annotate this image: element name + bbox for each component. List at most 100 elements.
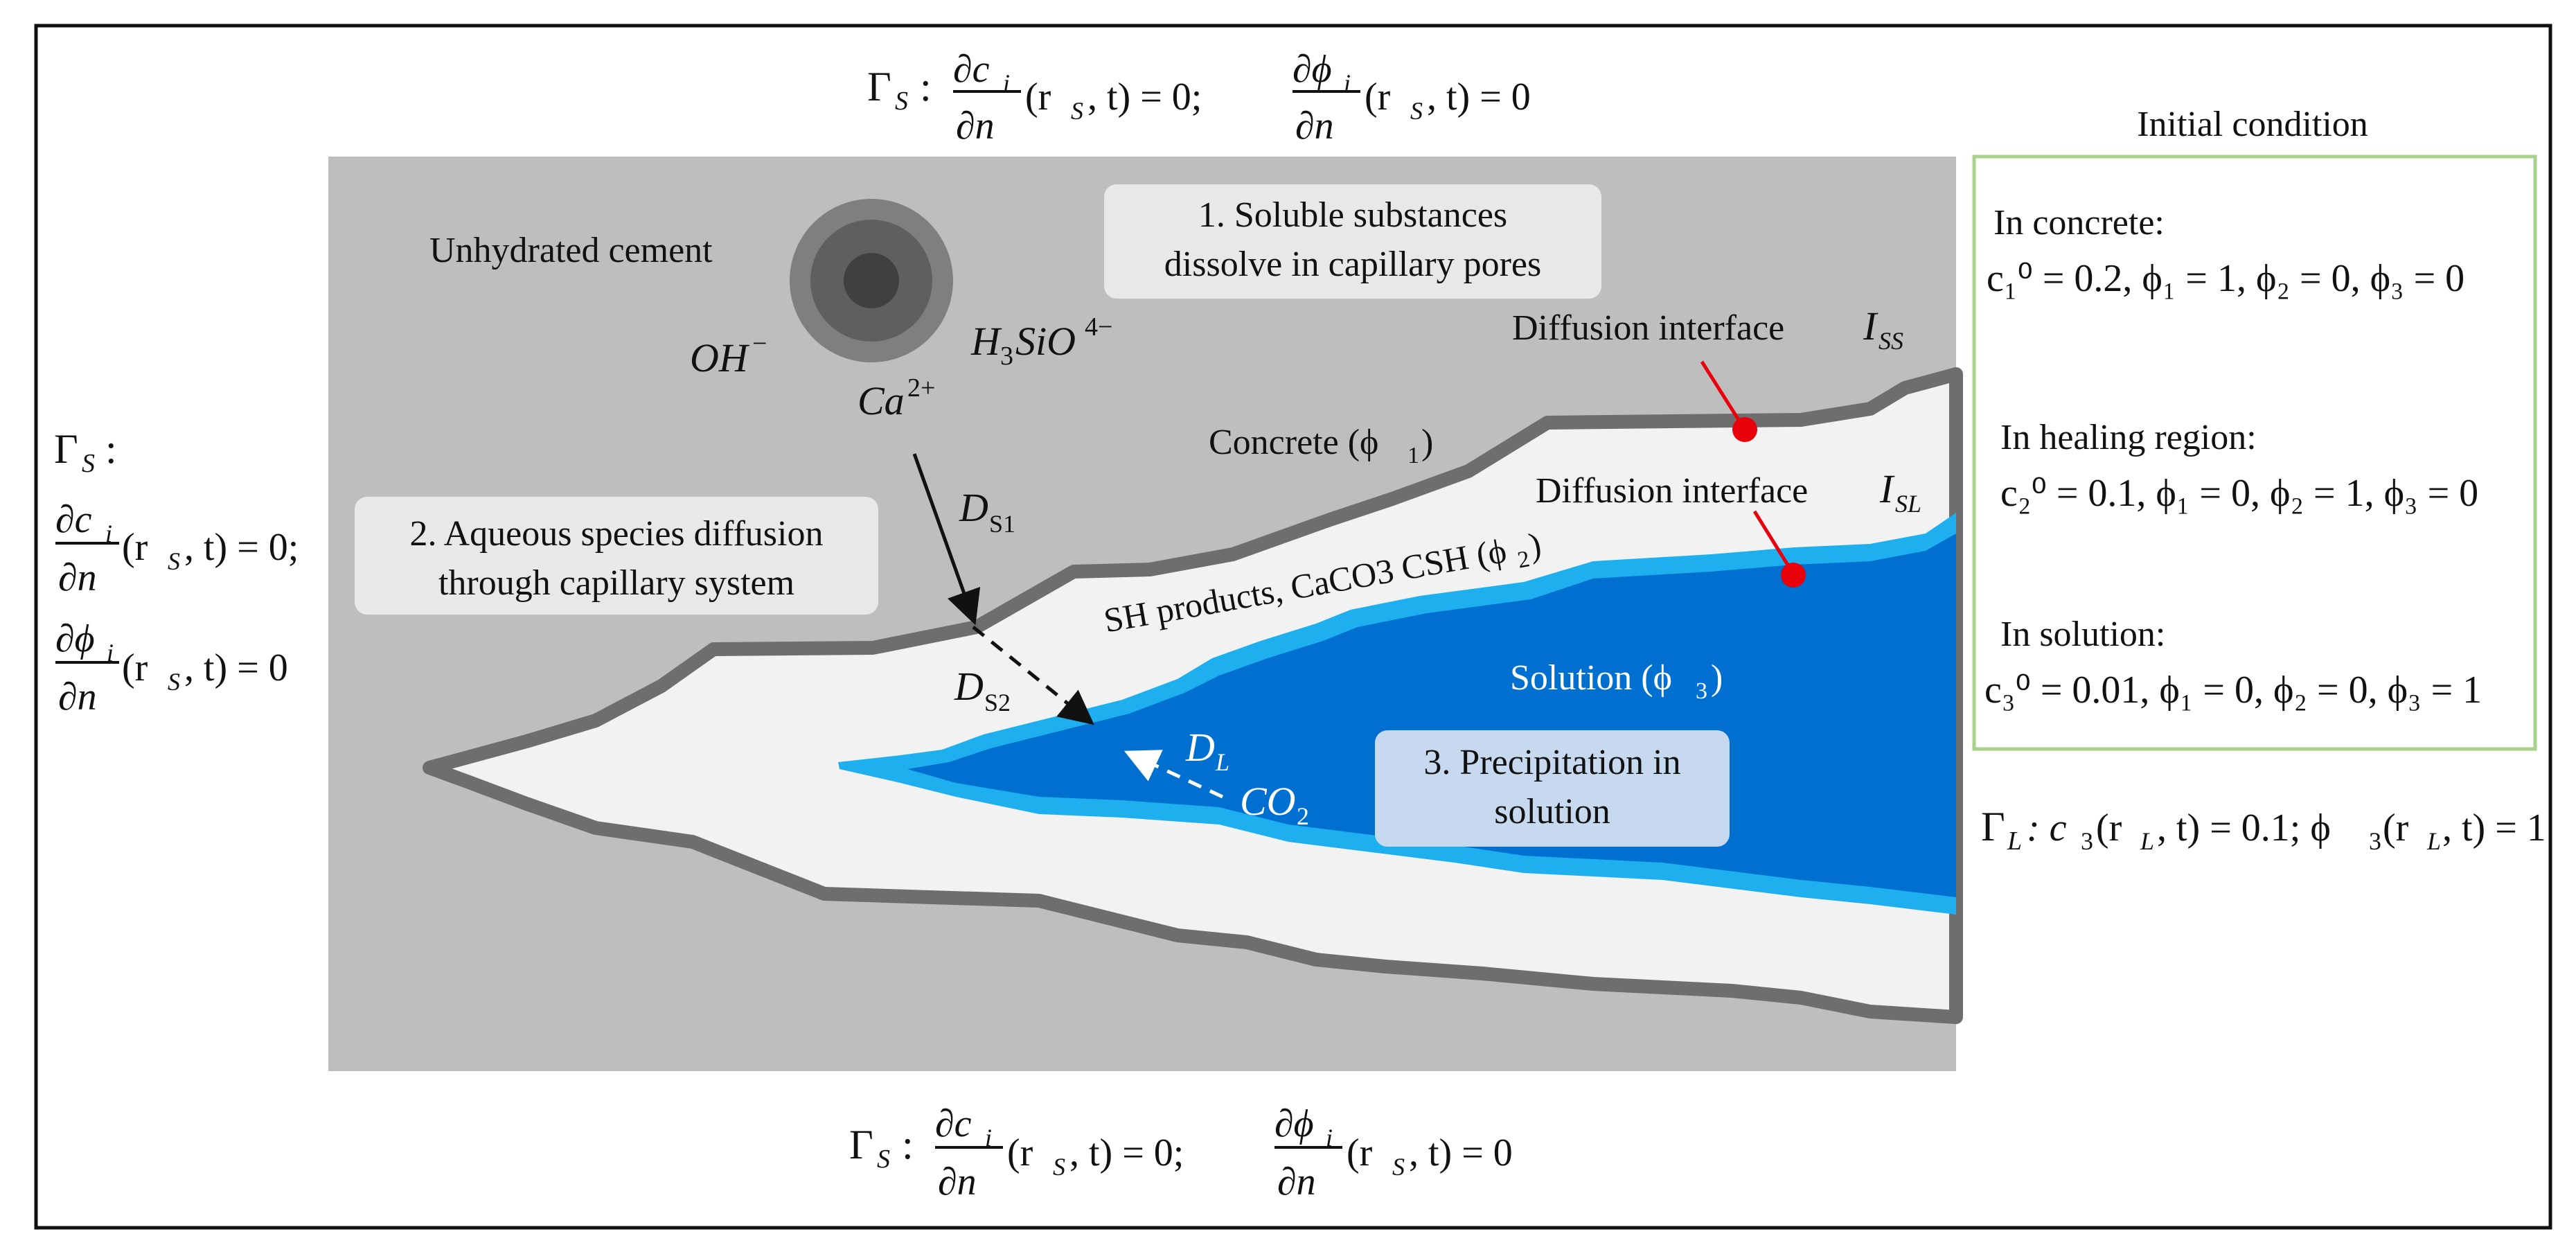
ds1-arrow — [912, 453, 981, 626]
ic-healing-equation: c₂⁰ = 0.1, ϕ₁ = 0, ϕ₂ = 1, ϕ₃ = 0 — [2000, 472, 2478, 515]
svg-text:D: D — [954, 664, 984, 709]
initial-condition-box — [1972, 155, 2537, 751]
ds1-label: D S1 — [959, 485, 1015, 538]
frac-denominator: ∂n — [956, 105, 995, 148]
arg: (r — [1347, 1131, 1373, 1174]
svg-text:3: 3 — [2081, 827, 2093, 855]
svg-text:2: 2 — [1297, 802, 1309, 830]
frac-numerator: ∂c — [935, 1102, 972, 1145]
svg-text:L: L — [2140, 827, 2154, 855]
svg-text:3: 3 — [2369, 827, 2381, 855]
svg-text:2+: 2+ — [907, 373, 935, 403]
svg-text:S1: S1 — [989, 510, 1015, 538]
ic-solution-equation: c₃⁰ = 0.01, ϕ₁ = 0, ϕ₂ = 0, ϕ₃ = 1 — [1984, 669, 2482, 712]
gamma-symbol: Γ — [867, 64, 891, 109]
svg-text:I: I — [1863, 303, 1878, 349]
step2-line1: 2. Aqueous species diffusion — [410, 514, 824, 554]
step1-box — [1104, 184, 1601, 299]
hydroxide-label: OH − — [690, 329, 767, 380]
step3-line2: solution — [1494, 792, 1610, 831]
svg-text:OH: OH — [690, 335, 750, 380]
ds2-label: D S2 — [954, 664, 1011, 716]
svg-text:Γ: Γ — [1981, 804, 2005, 849]
arg-rest: , t) = 0 — [1427, 76, 1531, 118]
frac-denominator: ∂n — [1277, 1161, 1316, 1203]
unhydrated-cement-label: Unhydrated cement — [429, 231, 713, 270]
svg-text:CO: CO — [1240, 779, 1296, 824]
arg-rest: , t) = 0; — [1069, 1131, 1184, 1174]
calcium-label: Ca 2+ — [858, 373, 935, 423]
frac-denominator: ∂n — [58, 676, 97, 718]
step3-line1: 3. Precipitation in — [1423, 743, 1680, 782]
dl-arrow — [1123, 750, 1224, 799]
concrete-label: Concrete (ϕ 1 ) — [1209, 423, 1433, 468]
svg-text:D: D — [1185, 725, 1215, 770]
frac-denominator: ∂n — [58, 556, 97, 599]
svg-text:1: 1 — [1407, 443, 1419, 468]
svg-text:I: I — [1879, 466, 1895, 511]
arg: (r — [122, 646, 148, 689]
frac-numerator: ∂c — [55, 498, 92, 541]
dl-label: D L — [1185, 725, 1229, 776]
svg-text:H: H — [970, 319, 1002, 364]
isl-pointer — [1752, 510, 1794, 573]
arg-rest: , t) = 0; — [1087, 76, 1202, 118]
interface-iss-label: Diffusion interface I SS — [1512, 303, 1903, 355]
arg-rest: , t) = 0; — [184, 526, 299, 569]
frac-numerator-sub: i — [1326, 1124, 1333, 1152]
svg-text:(r: (r — [2383, 806, 2409, 849]
svg-text:): ) — [1421, 423, 1433, 462]
arg-rest: , t) = 0 — [1409, 1131, 1513, 1174]
colon: : — [902, 1122, 914, 1167]
frac-numerator-sub: i — [1344, 69, 1351, 97]
svg-text:4−: 4− — [1085, 312, 1112, 342]
boundary-liquid: Γ L : c 3 (r L , t) = 0.1; ϕ 3 (r L , t)… — [1981, 804, 2546, 856]
arg-sub: S — [168, 668, 180, 696]
frac-numerator: ∂ϕ — [55, 617, 95, 660]
step1-line2: dissolve in capillary pores — [1164, 245, 1541, 284]
ic-solution-heading: In solution: — [2000, 615, 2165, 654]
arg-sub: S — [1071, 97, 1083, 125]
ic-concrete-equation: c₁⁰ = 0.2, ϕ₁ = 1, ϕ₂ = 0, ϕ₃ = 0 — [1987, 257, 2464, 300]
frac-denominator: ∂n — [1295, 105, 1334, 148]
svg-text:(r: (r — [2096, 806, 2122, 849]
gamma-sub: S — [877, 1145, 890, 1174]
step2-line2: through capillary system — [438, 563, 794, 603]
gamma-symbol: Γ — [849, 1122, 873, 1167]
colon: : — [920, 64, 932, 109]
svg-text:2: 2 — [1516, 546, 1531, 573]
svg-text:L: L — [2007, 827, 2022, 856]
colon: : — [105, 426, 117, 472]
step3-box — [1375, 730, 1730, 847]
iss-dot — [1732, 417, 1757, 442]
arg-sub: S — [1392, 1153, 1405, 1181]
step1-line1: 1. Soluble substances — [1198, 195, 1507, 235]
frac-numerator-sub: i — [1003, 69, 1010, 97]
ds2-arrow — [972, 626, 1094, 725]
arg: (r — [122, 526, 148, 569]
boundary-top: Γ S : ∂c i ∂n (r S , t) = 0; ∂ϕ i ∂n (r … — [867, 48, 1531, 148]
svg-text:Diffusion interface: Diffusion interface — [1536, 471, 1808, 511]
svg-text:S2: S2 — [984, 689, 1011, 716]
frac-numerator-sub: i — [985, 1124, 992, 1152]
solution-label: Solution (ϕ 3 ) — [1510, 658, 1723, 704]
svg-text:SS: SS — [1878, 327, 1903, 355]
arg: (r — [1025, 76, 1051, 118]
cement-particle-core — [844, 253, 899, 308]
arg: (r — [1365, 76, 1391, 118]
frac-numerator-sub: i — [107, 639, 114, 667]
svg-text:−: − — [752, 329, 767, 358]
svg-text:, t) = 0.1; ϕ: , t) = 0.1; ϕ — [2157, 806, 2331, 849]
svg-text:Ca: Ca — [858, 378, 905, 423]
arg-sub: S — [1053, 1153, 1065, 1181]
svg-text:L: L — [2426, 827, 2441, 855]
frac-numerator-sub: i — [105, 520, 112, 547]
frac-numerator: ∂ϕ — [1293, 48, 1332, 91]
arg-sub: S — [1410, 97, 1423, 125]
svg-text:Diffusion interface: Diffusion interface — [1512, 308, 1784, 348]
boundary-left: Γ S : ∂c i ∂n (r S , t) = 0; ∂ϕ i ∂n (r … — [54, 426, 299, 718]
frac-numerator: ∂c — [953, 48, 990, 91]
gamma-sub: S — [895, 87, 908, 116]
boundary-bottom: Γ S : ∂c i ∂n (r S , t) = 0; ∂ϕ i ∂n (r … — [849, 1102, 1513, 1203]
